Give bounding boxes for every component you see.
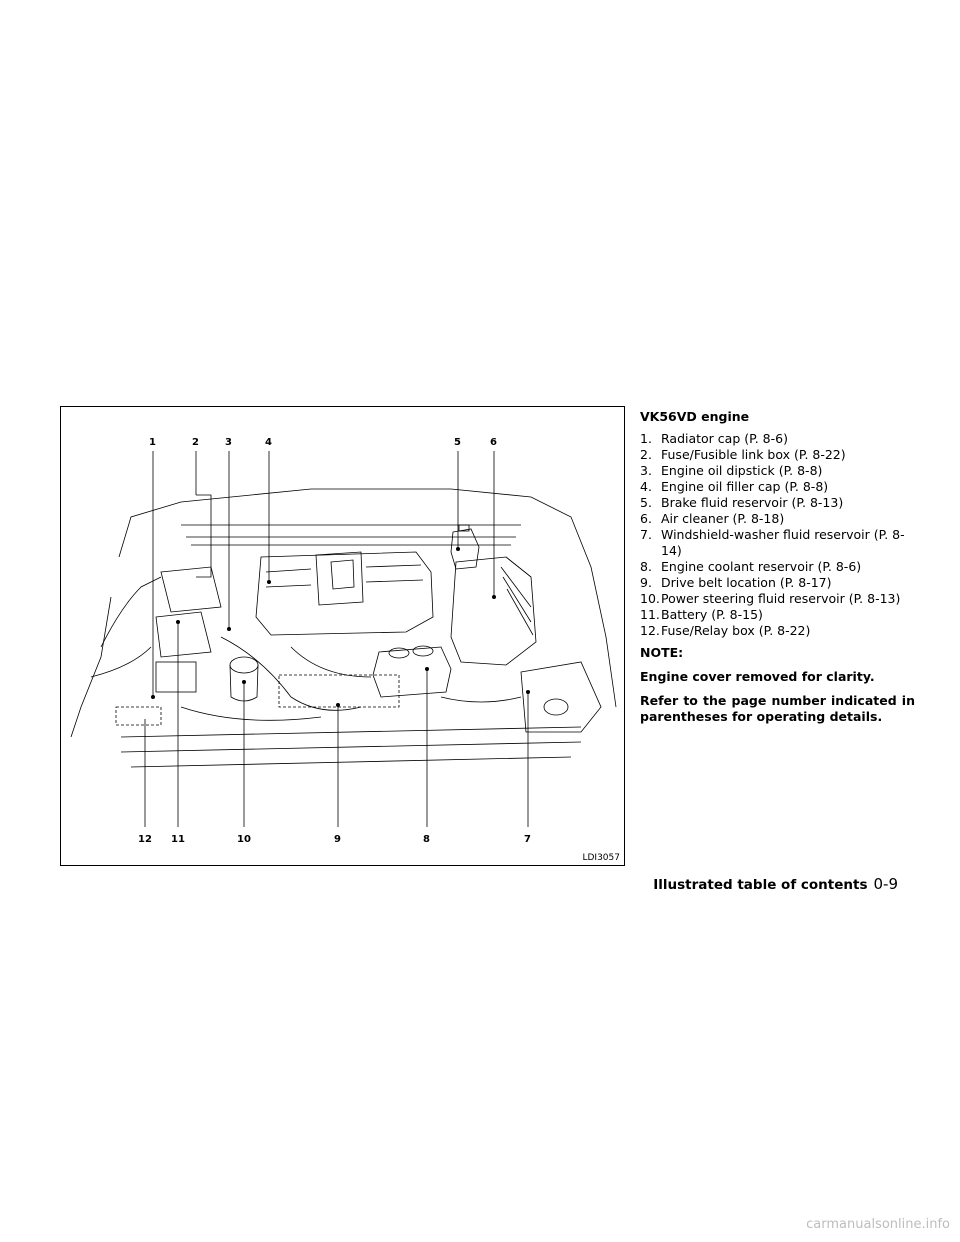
component-legend: VK56VD engine 1.Radiator cap (P. 8-6) 2.…: [640, 409, 915, 733]
engine-illustration: 1 2 3 4 5 6 12 11 10 9 8 7 LDI3057: [60, 406, 625, 866]
figure-code: LDI3057: [582, 853, 620, 863]
callout-12: 12: [138, 834, 152, 845]
callout-6: 6: [490, 437, 497, 448]
callout-3: 3: [225, 437, 232, 448]
callout-2: 2: [192, 437, 199, 448]
callout-4: 4: [265, 437, 272, 448]
list-item: 11.Battery (P. 8-15): [640, 607, 763, 622]
callout-9: 9: [334, 834, 341, 845]
section-heading: VK56VD engine: [640, 409, 750, 424]
list-item: 2.Fuse/Fusible link box (P. 8-22): [640, 447, 846, 462]
list-item: 5.Brake fluid reservoir (P. 8-13): [640, 495, 844, 510]
callout-1: 1: [149, 437, 156, 448]
list-item: 6.Air cleaner (P. 8-18): [640, 511, 785, 526]
note-label: NOTE:: [640, 645, 684, 660]
list-item: 1.Radiator cap (P. 8-6): [640, 431, 788, 446]
page-footer: Illustrated table of contents 0-9: [653, 875, 898, 893]
callout-7: 7: [524, 834, 531, 845]
callout-8: 8: [423, 834, 430, 845]
footer-section-title: Illustrated table of contents: [653, 877, 868, 893]
note-text: Engine cover removed for clarity.: [640, 669, 875, 684]
callout-11: 11: [171, 834, 185, 845]
list-item: 3.Engine oil dipstick (P. 8-8): [640, 463, 823, 478]
list-item: 7.Windshield-washer fluid reservoir (P. …: [640, 527, 905, 558]
callout-10: 10: [237, 834, 251, 845]
engine-bay-drawing: 1 2 3 4 5 6 12 11 10 9 8 7: [70, 437, 617, 845]
refer-text: Refer to the page number indicated in pa…: [640, 693, 915, 724]
list-item: 12.Fuse/Relay box (P. 8-22): [640, 623, 811, 638]
list-item: 10.Power steering fluid reservoir (P. 8-…: [640, 591, 901, 606]
list-item: 4.Engine oil filler cap (P. 8-8): [640, 479, 829, 494]
watermark: carmanualsonline.info: [806, 1217, 950, 1232]
list-item: 8.Engine coolant reservoir (P. 8-6): [640, 559, 862, 574]
list-item: 9.Drive belt location (P. 8-17): [640, 575, 832, 590]
component-list: 1.Radiator cap (P. 8-6) 2.Fuse/Fusible l…: [640, 431, 915, 639]
page-number: 0-9: [873, 875, 899, 893]
callout-5: 5: [454, 437, 461, 448]
